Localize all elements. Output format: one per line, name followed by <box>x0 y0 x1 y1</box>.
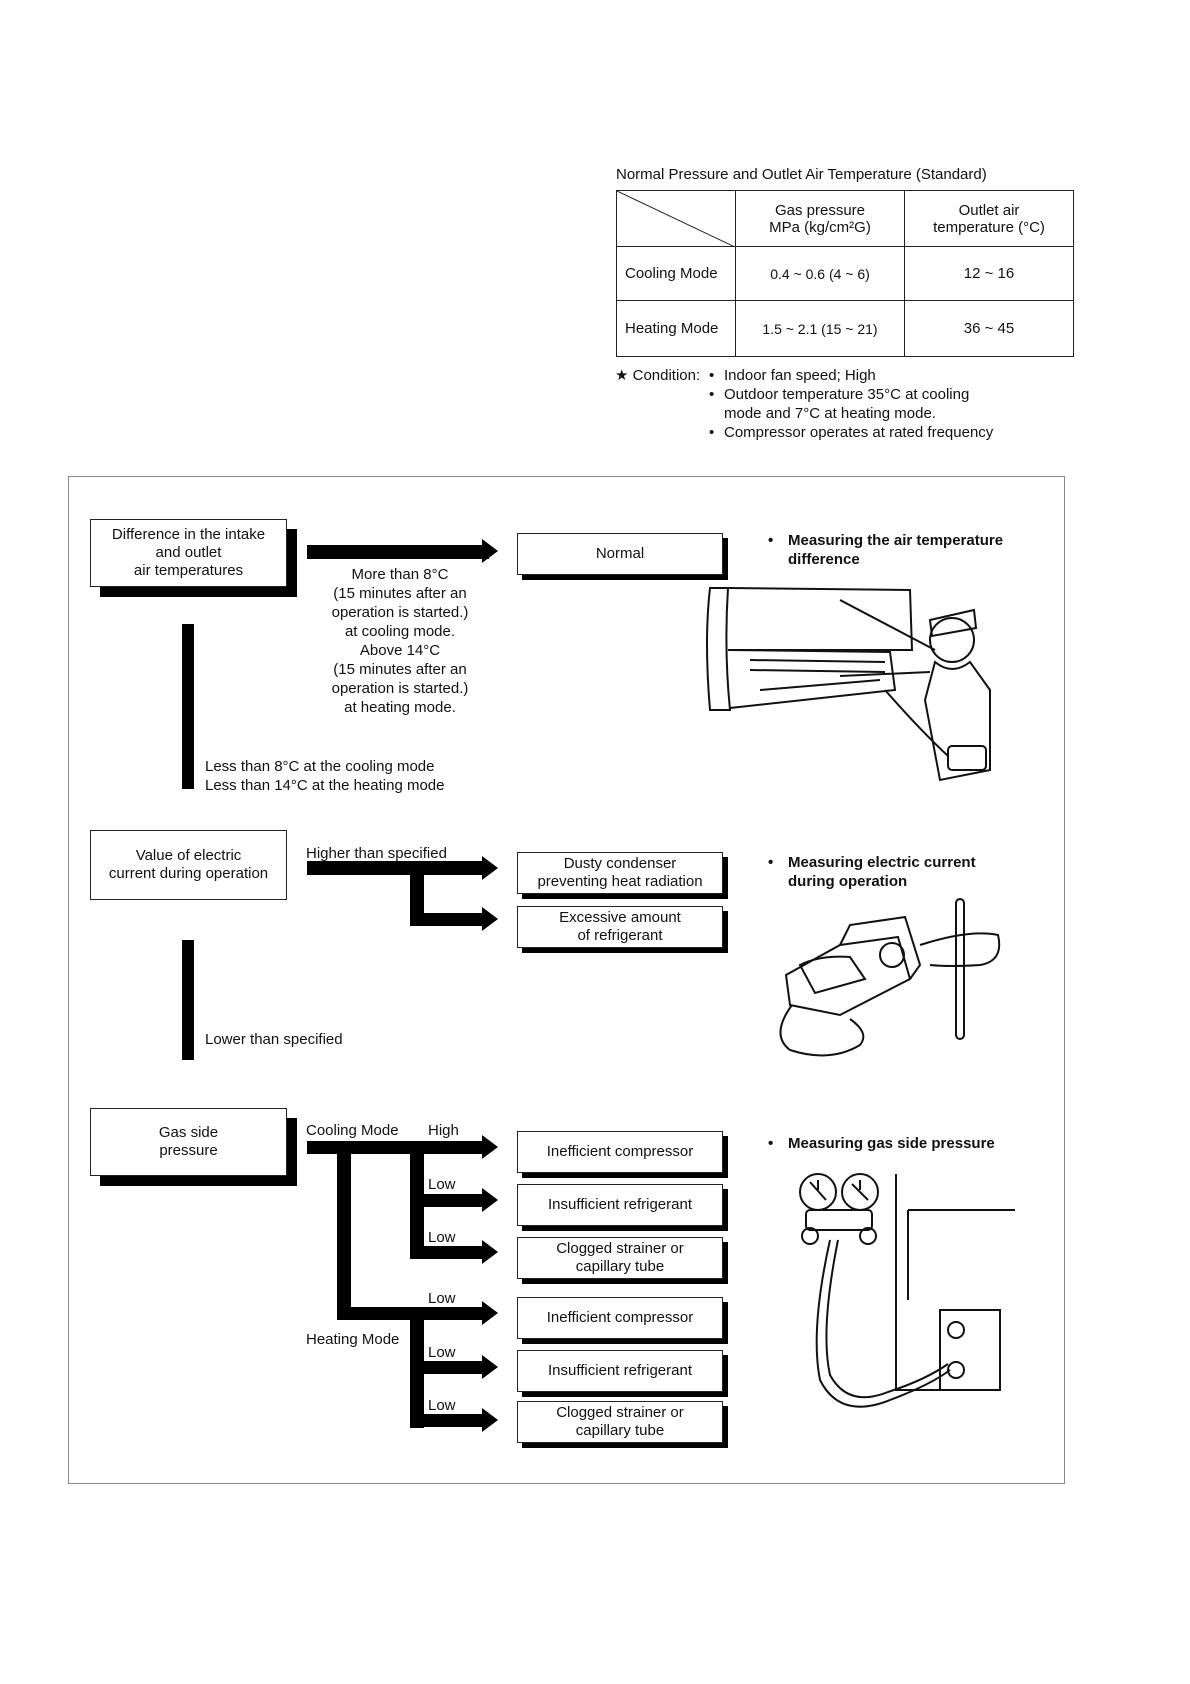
arrow-head <box>482 1240 498 1264</box>
arrow-head <box>482 1301 498 1325</box>
table-row: Heating Mode 1.5 ~ 2.1 (15 ~ 21) 36 ~ 45 <box>616 300 1074 357</box>
vertical-bar <box>182 940 194 1060</box>
result-box: Clogged strainer or capillary tube <box>517 1401 723 1443</box>
bullet: • <box>768 532 774 549</box>
diagonal-line <box>617 191 735 247</box>
row-outlet: 12 ~ 16 <box>904 246 1074 301</box>
low-label: Low <box>428 1344 456 1361</box>
condition-high: Higher than specified <box>306 845 447 862</box>
condition-label: ★ Condition: <box>615 367 701 384</box>
condition-item: Compressor operates at rated frequency <box>724 424 994 441</box>
branch-bar <box>410 861 424 923</box>
arrow-shaft <box>410 1361 489 1374</box>
heating-mode-label: Heating Mode <box>306 1331 400 1348</box>
result-box: Inefficient compressor <box>517 1131 723 1173</box>
result-dusty-condenser-label: Dusty condenser preventing heat radiatio… <box>537 855 703 890</box>
diagnosis-frame <box>68 476 1065 1484</box>
table-title: Normal Pressure and Outlet Air Temperatu… <box>616 166 987 183</box>
temp-diff-box: Difference in the intake and outlet air … <box>90 519 287 587</box>
condition-bullet: • <box>709 424 715 441</box>
condition-item: Indoor fan speed; High <box>724 367 876 384</box>
header-outlet-temp: Outlet air temperature (°C) <box>904 190 1074 247</box>
arrow-head <box>482 1135 498 1159</box>
result-box: Inefficient compressor <box>517 1297 723 1339</box>
condition-low: Less than 8°C at the cooling mode Less t… <box>205 758 445 794</box>
measure-gas-pressure-label: Measuring gas side pressure <box>788 1135 995 1152</box>
temp-diff-label: Difference in the intake and outlet air … <box>111 526 266 579</box>
arrow-shaft <box>410 1246 489 1259</box>
result-normal-label: Normal <box>595 545 645 562</box>
result-box: Insufficient refrigerant <box>517 1350 723 1392</box>
result-label: Clogged strainer or capillary tube <box>556 1240 684 1275</box>
result-label: Clogged strainer or capillary tube <box>556 1404 684 1439</box>
result-dusty-condenser-box: Dusty condenser preventing heat radiatio… <box>517 852 723 894</box>
arrow-head <box>482 907 498 931</box>
arrow-head <box>482 1408 498 1432</box>
gauge-manifold-illustration <box>799 1173 1015 1408</box>
measure-current-label: Measuring electric current during operat… <box>788 854 976 890</box>
result-excess-refrigerant-label: Excessive amount of refrigerant <box>559 909 681 944</box>
low-label: Low <box>428 1290 456 1307</box>
bullet: • <box>768 854 774 871</box>
ac-technician-illustration <box>706 587 991 782</box>
gas-pressure-box: Gas side pressure <box>90 1108 287 1176</box>
high-label: High <box>428 1122 459 1139</box>
row-gas: 1.5 ~ 2.1 (15 ~ 21) <box>735 300 905 357</box>
heating-connector <box>337 1307 424 1320</box>
low-label: Low <box>428 1176 456 1193</box>
mode-trunk <box>337 1141 351 1319</box>
bullet: • <box>768 1135 774 1152</box>
arrow-head <box>482 1355 498 1379</box>
row-outlet: 36 ~ 45 <box>904 300 1074 357</box>
arrow-shaft <box>307 861 489 875</box>
measure-current: • Measuring electric current during oper… <box>768 853 976 891</box>
row-mode: Cooling Mode <box>616 246 736 301</box>
clamp-meter-illustration <box>779 898 1001 1057</box>
result-label: Inefficient compressor <box>546 1143 694 1160</box>
measure-gas-pressure: • Measuring gas side pressure <box>768 1134 995 1153</box>
low-label: Low <box>428 1397 456 1414</box>
current-box: Value of electric current during operati… <box>90 830 287 900</box>
arrow-shaft <box>307 1141 489 1154</box>
arrow-head <box>482 856 498 880</box>
result-normal-box: Normal <box>517 533 723 575</box>
condition-bullet: • <box>709 367 715 384</box>
table-row: Cooling Mode 0.4 ~ 0.6 (4 ~ 6) 12 ~ 16 <box>616 246 1074 301</box>
table-corner-cell <box>616 190 736 247</box>
vertical-bar <box>182 624 194 789</box>
result-label: Inefficient compressor <box>546 1309 694 1326</box>
arrow-shaft <box>410 1414 489 1427</box>
arrow-shaft <box>307 545 489 559</box>
arrow-shaft <box>410 1307 489 1320</box>
cooling-mode-label: Cooling Mode <box>306 1122 399 1139</box>
measure-air-temp: • Measuring the air temperature differen… <box>768 531 1003 569</box>
result-box: Clogged strainer or capillary tube <box>517 1237 723 1279</box>
row-gas: 0.4 ~ 0.6 (4 ~ 6) <box>735 246 905 301</box>
measure-air-temp-label: Measuring the air temperature difference <box>788 532 1004 568</box>
arrow-shaft <box>410 913 489 926</box>
header-gas-pressure: Gas pressure MPa (kg/cm²G) <box>735 190 905 247</box>
gas-pressure-label: Gas side pressure <box>158 1124 219 1159</box>
result-excess-refrigerant-box: Excessive amount of refrigerant <box>517 906 723 948</box>
condition-normal: More than 8°C (15 minutes after an opera… <box>331 566 469 716</box>
low-label: Low <box>428 1229 456 1246</box>
arrow-shaft <box>410 1194 489 1207</box>
result-label: Insufficient refrigerant <box>548 1362 692 1379</box>
condition-item: Outdoor temperature 35°C at cooling mode… <box>724 386 970 422</box>
arrow-head <box>482 1188 498 1212</box>
condition-lower: Lower than specified <box>205 1031 343 1048</box>
condition-bullet: • <box>709 386 715 403</box>
result-box: Insufficient refrigerant <box>517 1184 723 1226</box>
arrow-head <box>482 539 498 563</box>
result-label: Insufficient refrigerant <box>548 1196 692 1213</box>
current-label: Value of electric current during operati… <box>108 847 269 882</box>
row-mode: Heating Mode <box>616 300 736 357</box>
standard-pressure-table: Gas pressure MPa (kg/cm²G) Outlet air te… <box>616 190 1074 357</box>
